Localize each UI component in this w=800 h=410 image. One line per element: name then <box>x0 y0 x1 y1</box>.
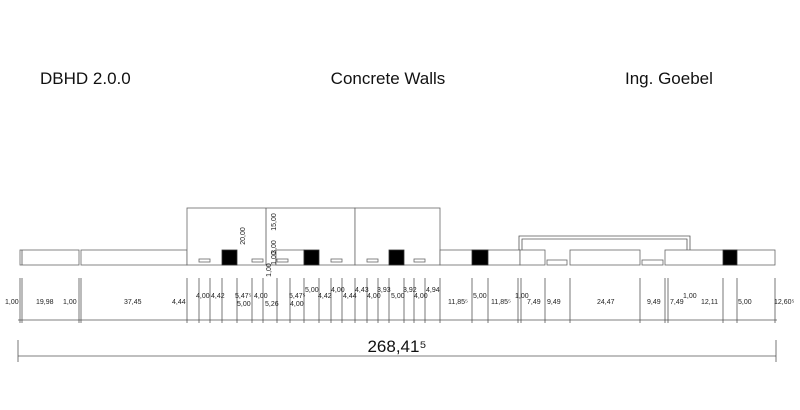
dimension-label: 11,85⁵ <box>491 299 511 306</box>
small-opening <box>198 258 211 263</box>
small-opening <box>413 258 426 263</box>
dimension-label: 12,11 <box>701 299 718 306</box>
dimension-label: 4,42 <box>211 293 225 300</box>
dimension-label: 4,00 <box>331 287 345 294</box>
dimension-label: 4,00 <box>367 293 381 300</box>
dimension-label: 5,00 <box>305 287 319 294</box>
wall-segment <box>664 249 776 266</box>
dimension-label: 7,49 <box>527 299 541 306</box>
drawing-title: Concrete Walls <box>331 69 446 88</box>
dimension-label: 4,00 <box>290 301 304 308</box>
wall-segment <box>519 249 546 266</box>
dimension-label: 11,85⁵ <box>448 299 468 306</box>
opening-filled <box>722 249 738 266</box>
vertical-dimension-label: 15,00 <box>271 213 278 231</box>
dimension-label: 3,93 <box>377 287 391 294</box>
dimension-label: 5,47⁵ <box>235 293 252 300</box>
dimension-label: 1,00 <box>63 299 77 306</box>
small-opening <box>330 258 343 263</box>
dimension-label: 4,44 <box>172 299 186 306</box>
vertical-dimension-label: 1,00 <box>271 251 278 265</box>
dimension-label: 19,98 <box>36 299 54 306</box>
dimension-label: 5,00 <box>237 301 251 308</box>
dimension-label: 24,47 <box>597 299 615 306</box>
dimension-label: 4,94 <box>426 287 440 294</box>
dimension-label: 5,26 <box>265 301 279 308</box>
total-dimension-label: 268,41⁵ <box>367 337 426 356</box>
dimension-label: 1,00 <box>683 293 697 300</box>
dimension-label: 4,00 <box>414 293 428 300</box>
author-title: Ing. Goebel <box>625 69 713 88</box>
dimension-label: 5,00 <box>738 299 752 306</box>
opening-filled <box>303 249 320 266</box>
opening-filled <box>221 249 238 266</box>
opening-filled <box>388 249 405 266</box>
dimension-label: 5,00 <box>391 293 405 300</box>
app-version-title: DBHD 2.0.0 <box>40 69 131 88</box>
vertical-dimension-label: 1,00 <box>266 263 273 277</box>
dimension-label: 4,43 <box>355 287 369 294</box>
dimension-label: 12,60⁵ <box>774 299 795 306</box>
wall-segment <box>80 249 188 266</box>
dimension-label: 1,00 <box>5 299 19 306</box>
opening-filled <box>471 249 489 266</box>
vertical-dimension-label: 3,00 <box>271 240 278 254</box>
dimension-label: 9,49 <box>547 299 561 306</box>
wall-segment <box>275 249 305 266</box>
dimension-label: 4,42 <box>318 293 332 300</box>
small-opening <box>251 258 264 263</box>
building-outline <box>19 207 776 266</box>
dimension-label: 5,00 <box>473 293 487 300</box>
dimension-label: 7,49 <box>670 299 684 306</box>
small-opening <box>276 258 289 263</box>
low-wall <box>641 259 664 266</box>
total-dimension: 268,41⁵ <box>17 337 777 362</box>
dimension-label: 1,00 <box>515 293 529 300</box>
dimension-label: 4,00 <box>196 293 210 300</box>
tall-wall-block <box>186 207 356 266</box>
vertical-dimension-label: 20,00 <box>240 227 247 245</box>
low-wall <box>546 259 568 266</box>
roof-outline <box>518 235 691 250</box>
dimension-label: 37,45 <box>124 299 142 306</box>
dimension-label: 4,00 <box>254 293 268 300</box>
dimension-label: 3,92 <box>403 287 417 294</box>
dimension-label: 9,49 <box>647 299 661 306</box>
small-opening <box>366 258 379 263</box>
wall-segment <box>19 249 80 266</box>
wall-segment <box>569 249 641 266</box>
dimension-label: 4,44 <box>343 293 357 300</box>
dimension-label: 5,47⁵ <box>289 293 306 300</box>
